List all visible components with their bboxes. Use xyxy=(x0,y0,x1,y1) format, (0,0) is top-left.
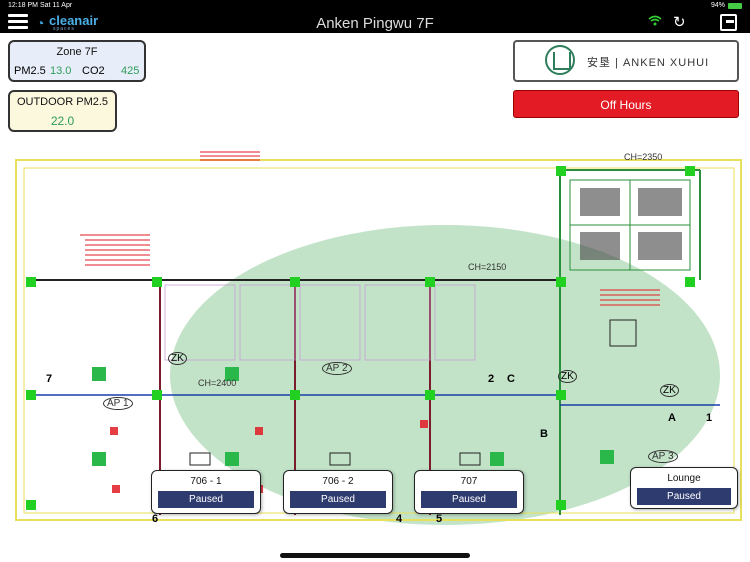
ceiling-height-label: CH=2150 xyxy=(468,262,507,272)
anken-seal-icon xyxy=(545,45,575,75)
zone-name: Zone 7F xyxy=(56,46,98,58)
status-date: Sat 11 Apr xyxy=(40,2,73,9)
zone-chip-status: Paused xyxy=(421,491,517,508)
sensor-pin[interactable]: 7 xyxy=(46,373,53,385)
floor-plan: CH=2350 CH=2150 CH=2400 AP 1 AP 2 AP 3 Z… xyxy=(0,140,750,540)
battery-level: 94% xyxy=(711,2,726,9)
access-point-marker[interactable]: AP 1 xyxy=(103,397,133,410)
zone-chip-707[interactable]: 707 Paused xyxy=(414,470,524,514)
sensor-pin[interactable]: C xyxy=(507,373,515,385)
outdoor-label: OUTDOOR PM2.5 xyxy=(16,96,109,108)
sensor-pin[interactable]: 6 xyxy=(152,513,159,525)
zone-chip-706-1[interactable]: 706 - 1 Paused xyxy=(151,470,261,514)
pm25-label: PM2.5 xyxy=(14,65,46,77)
zone-chip-706-2[interactable]: 706 - 2 Paused xyxy=(283,470,393,514)
pm25-value: 13.0 xyxy=(50,65,72,77)
zk-marker[interactable]: ZK xyxy=(660,384,679,397)
outdoor-pm25-card: OUTDOOR PM2.5 22.0 xyxy=(8,90,117,132)
ceiling-height-label: CH=2400 xyxy=(198,378,237,388)
brand-logo-box: 安垦 | ANKEN XUHUI xyxy=(513,40,739,82)
zone-chip-status: Paused xyxy=(290,491,386,508)
wifi-icon xyxy=(648,15,662,29)
status-time: 12:18 PM xyxy=(8,2,38,9)
sensor-pin[interactable]: 5 xyxy=(436,513,443,525)
zone-chip-lounge[interactable]: Lounge Paused xyxy=(630,467,738,509)
sensor-pin[interactable]: 2 xyxy=(488,373,495,385)
status-bar: 12:18 PM Sat 11 Apr 94% xyxy=(0,0,750,12)
outdoor-value: 22.0 xyxy=(50,114,75,128)
off-hours-button[interactable]: Off Hours xyxy=(513,90,739,118)
logo-text: cleanair xyxy=(49,13,99,28)
zone-chip-name: 706 - 1 xyxy=(190,476,222,487)
co2-value: 425 xyxy=(121,65,140,77)
zone-chip-status: Paused xyxy=(637,488,731,505)
zk-marker[interactable]: ZK xyxy=(558,370,577,383)
logo-subtext: spaces xyxy=(53,26,75,32)
ceiling-height-label: CH=2350 xyxy=(624,152,663,162)
access-point-marker[interactable]: AP 3 xyxy=(648,450,678,463)
zone-chip-name: Lounge xyxy=(667,473,701,484)
sensor-pin[interactable]: 1 xyxy=(706,412,713,424)
cleanair-logo: ◔ cleanair spaces xyxy=(36,13,106,32)
exit-icon[interactable] xyxy=(720,14,737,31)
floor-plan-drawing xyxy=(15,151,742,525)
zone-chip-name: 707 xyxy=(460,476,478,487)
zk-marker[interactable]: ZK xyxy=(168,352,187,365)
zone-info-card: Zone 7F PM2.5 13.0 CO2 425 xyxy=(8,40,146,82)
refresh-icon[interactable]: ↻ xyxy=(673,14,686,31)
menu-icon[interactable] xyxy=(8,14,28,30)
access-point-marker[interactable]: AP 2 xyxy=(322,362,352,375)
battery-icon xyxy=(728,3,742,9)
page-title: Anken Pingwu 7F xyxy=(316,15,434,32)
home-indicator[interactable] xyxy=(280,553,470,558)
zone-chip-name: 706 - 2 xyxy=(322,476,354,487)
sensor-pin[interactable]: A xyxy=(668,412,676,424)
zone-chip-status: Paused xyxy=(158,491,254,508)
brand-text: 安垦 | ANKEN XUHUI xyxy=(587,57,710,69)
app-header: ◔ cleanair spaces Anken Pingwu 7F ↻ xyxy=(0,12,750,33)
sensor-pin[interactable]: B xyxy=(540,428,548,440)
sensor-pin[interactable]: 4 xyxy=(396,513,403,525)
coverage-zone xyxy=(170,225,720,525)
co2-label: CO2 xyxy=(82,65,105,77)
logo-mark-icon: ◔ xyxy=(36,15,45,31)
